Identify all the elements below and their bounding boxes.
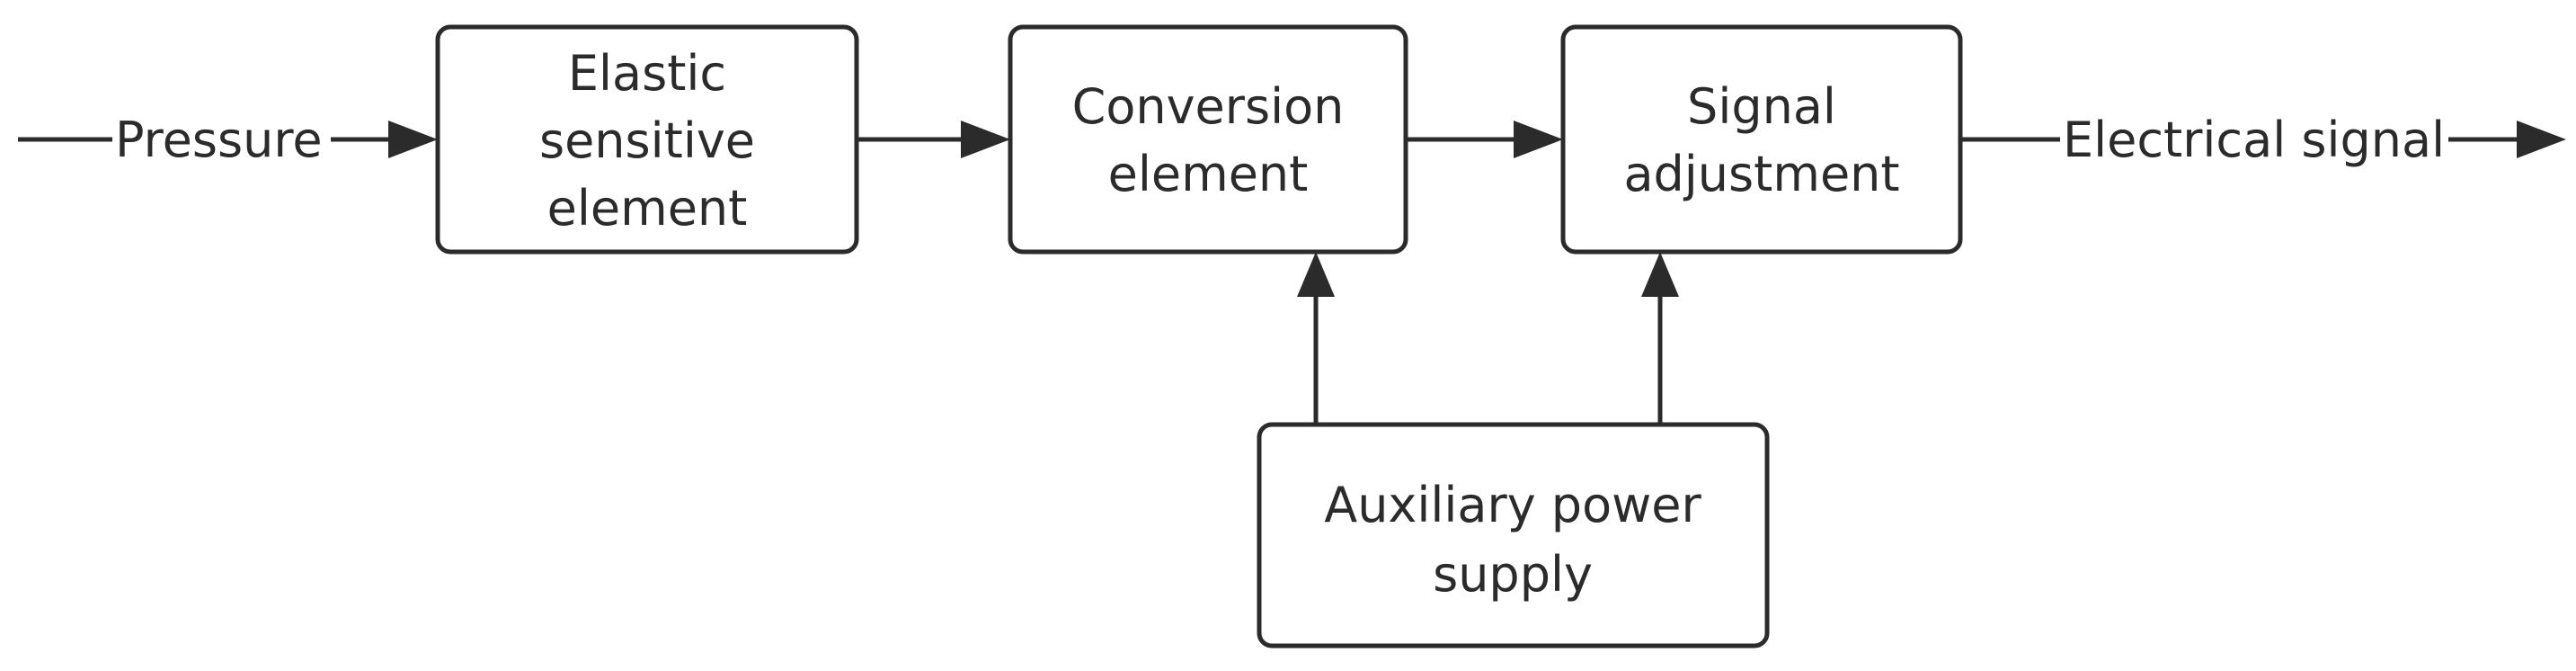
conversion-block-label-line2: element [1108, 146, 1309, 202]
conversion-element-block: Conversion element [1008, 24, 1408, 255]
signal-block-label-line2: adjustment [1623, 146, 1899, 202]
input-pressure-connector: Pressure [18, 112, 438, 168]
arrow-into-signal-icon [1514, 121, 1563, 158]
output-electrical-signal-connector: Electrical signal [1960, 112, 2566, 168]
arrow-up-into-conversion-icon [1297, 252, 1335, 297]
signal-adjustment-block: Signal adjustment [1560, 24, 1963, 255]
arrow-up-into-signal-icon [1641, 252, 1679, 297]
elastic-block-label-line3: element [547, 180, 748, 237]
arrow-output-icon [2517, 121, 2566, 158]
auxiliary-block-label-line2: supply [1433, 546, 1593, 603]
auxiliary-power-supply-block: Auxiliary power supply [1257, 422, 1770, 649]
input-label: Pressure [115, 112, 323, 168]
output-label: Electrical signal [2063, 112, 2445, 168]
auxiliary-to-signal-connector [1641, 252, 1679, 425]
conversion-to-signal-connector [1406, 121, 1563, 158]
auxiliary-block-label-line1: Auxiliary power [1324, 477, 1701, 533]
elastic-sensitive-element-block: Elastic sensitive element [435, 24, 859, 255]
elastic-to-conversion-connector [857, 121, 1010, 158]
conversion-block-label-line1: Conversion [1072, 78, 1345, 135]
signal-block-label-line1: Signal [1687, 78, 1836, 135]
elastic-block-label-line1: Elastic [568, 45, 726, 102]
arrow-into-conversion-icon [961, 121, 1010, 158]
elastic-block-label-line2: sensitive [539, 112, 755, 169]
auxiliary-to-conversion-connector [1297, 252, 1335, 425]
arrow-into-elastic-icon [388, 121, 438, 158]
